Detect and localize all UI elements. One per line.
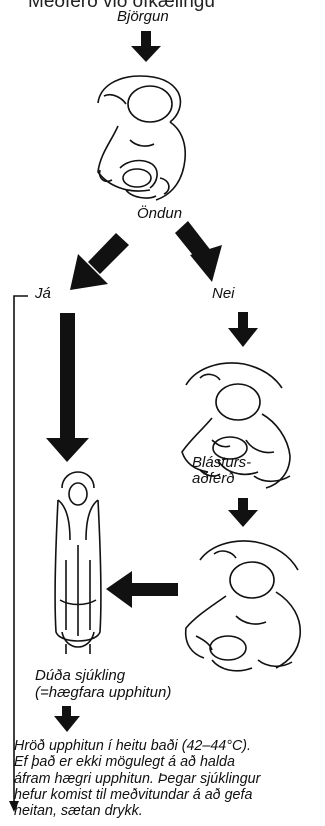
arrow-to-no — [175, 221, 222, 282]
arrow-yes-long — [46, 313, 89, 462]
arrow-no-down-2 — [228, 498, 258, 527]
bypass-line-arrowhead — [9, 801, 19, 812]
arrow-left-to-wrap — [106, 571, 178, 608]
illustration-rescue-breathing — [182, 363, 290, 488]
illustration-compression-check — [186, 541, 301, 671]
illustration-check-breathing — [98, 76, 185, 200]
arrow-down-rescue — [131, 31, 161, 62]
arrow-no-down — [228, 312, 258, 347]
bypass-line — [14, 296, 28, 803]
arrow-to-yes — [70, 233, 129, 290]
illustration-wrapped-patient — [55, 472, 101, 654]
arrow-down-bottom — [54, 706, 80, 732]
